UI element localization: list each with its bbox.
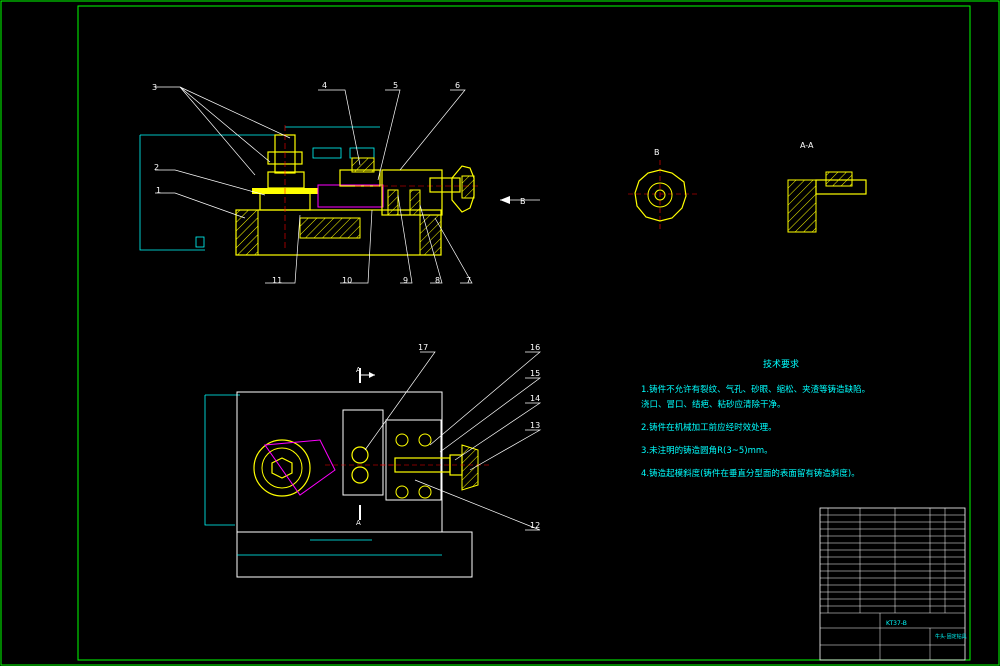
drawing-frame [77,5,971,661]
callout-leaders-bottom [364,351,542,531]
title-block-name: 牛头·固定钻具 [935,633,967,640]
callout-labels-top: 3 4 5 6 2 1 11 10 9 8 7 [152,81,471,285]
title-block: KT37-B 牛头·固定钻具 [819,507,967,661]
section-aa: A-A [787,141,867,233]
svg-text:1: 1 [156,186,161,195]
callout-labels-bottom: 17 16 15 14 13 12 [418,343,540,530]
svg-text:9: 9 [403,276,408,285]
svg-text:14: 14 [530,394,540,403]
svg-text:5: 5 [393,81,398,90]
tech-req-item: 浇口、冒口、结疤、粘砂应清除干净。 [641,400,786,410]
tech-req-item: 2.铸件在机械加工前应经时效处理。 [641,423,777,433]
front-view: B [139,125,540,256]
svg-text:A-A: A-A [800,141,814,150]
svg-text:13: 13 [530,421,540,430]
callout-leaders-top [155,86,473,284]
svg-text:6: 6 [455,81,460,90]
svg-text:17: 17 [418,343,428,352]
svg-text:15: 15 [530,369,540,378]
view-b: B [628,148,700,230]
svg-text:A: A [356,366,361,374]
svg-text:2: 2 [154,163,159,172]
plan-view: A A [204,366,490,578]
svg-text:B: B [654,148,660,157]
svg-text:A: A [356,519,361,527]
svg-text:16: 16 [530,343,540,352]
svg-text:7: 7 [466,276,471,285]
svg-text:4: 4 [322,81,327,90]
svg-text:11: 11 [272,276,282,285]
tech-req-item: 4.铸造起模斜度(铸件在垂直分型面的表面留有铸造斜度)。 [641,469,860,479]
tech-req-item: 1.铸件不允许有裂纹、气孔、砂眼、缩松、夹渣等铸造缺陷。 [641,385,871,395]
tech-req-title: 技术要求 [762,360,799,370]
tech-req-item: 3.未注明的铸造圆角R(3~5)mm。 [641,446,773,456]
svg-text:3: 3 [152,83,157,92]
svg-text:10: 10 [342,276,352,285]
technical-requirements: 技术要求 1.铸件不允许有裂纹、气孔、砂眼、缩松、夹渣等铸造缺陷。 浇口、冒口、… [641,358,941,482]
svg-text:12: 12 [530,521,540,530]
arrow-b-label: B [520,197,526,206]
svg-text:8: 8 [435,276,440,285]
title-block-code: KT37-B [886,620,907,627]
